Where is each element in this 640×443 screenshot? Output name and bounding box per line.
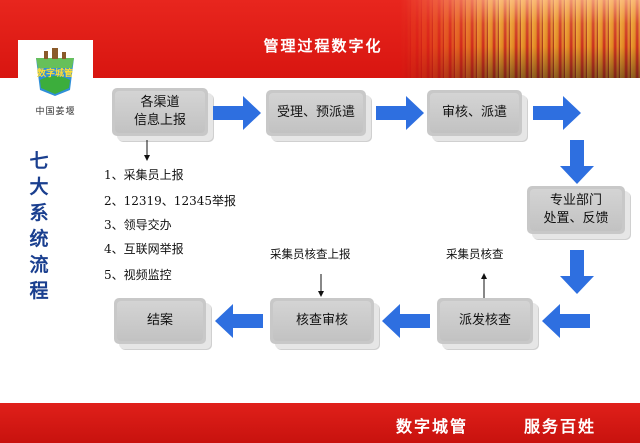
flow-box-accept-label: 受理、预派遣 <box>276 105 355 120</box>
logo-badge-text: 数字城管 <box>37 67 73 79</box>
arrow-right-icon <box>213 96 261 130</box>
flow-box-review: 审核、派遣 <box>427 90 522 136</box>
logo-caption: 中国姜堰 <box>35 107 76 117</box>
flow-box-report: 各渠道 信息上报 <box>112 88 208 136</box>
dragon-boat-photo <box>400 0 640 78</box>
side-title-char: 流 <box>29 254 49 276</box>
page-title: 管理过程数字化 <box>263 37 383 55</box>
flow-box-verify-review: 核查审核 <box>270 298 374 344</box>
side-title: 七 大 系 统 流 程 <box>22 148 56 304</box>
flow-box-dept-line1: 专业部门 <box>549 193 602 208</box>
collector-report-label: 采集员核查上报 <box>270 247 351 261</box>
arrow-left-icon <box>542 304 590 338</box>
logo: 数字城管 中国姜堰 <box>18 40 93 122</box>
flow-box-dispatch-check-label: 派发核查 <box>458 313 511 328</box>
flow-box-report-line1: 各渠道 <box>140 95 180 110</box>
header-banner: 管理过程数字化 <box>0 0 640 78</box>
flow-box-verify-review-label: 核查审核 <box>295 313 348 328</box>
arrow-left-icon <box>382 304 430 338</box>
list-item: 5、视频监控 <box>104 268 172 282</box>
flow-box-dept: 专业部门 处置、反馈 <box>527 186 625 234</box>
list-item: 2、12319、12345举报 <box>104 194 236 208</box>
thin-arrow-down-icon <box>144 140 150 161</box>
side-title-char: 统 <box>29 228 49 250</box>
collector-check-label: 采集员核查 <box>446 247 504 261</box>
flow-box-close-label: 结案 <box>146 313 173 328</box>
list-item: 3、领导交办 <box>104 218 172 232</box>
footer-slogan-right: 服务百姓 <box>524 417 597 436</box>
flow-box-report-line2: 信息上报 <box>133 113 186 128</box>
arrow-left-icon <box>215 304 263 338</box>
side-title-char: 系 <box>29 202 49 224</box>
flow-box-dispatch-check: 派发核查 <box>437 298 533 344</box>
side-title-char: 七 <box>29 150 49 172</box>
flow-box-dept-line2: 处置、反馈 <box>543 211 609 226</box>
arrow-down-icon <box>560 250 594 294</box>
list-item: 4、互联网举报 <box>104 242 184 256</box>
flow-box-close: 结案 <box>114 298 206 344</box>
footer-banner: 数字城管 服务百姓 <box>0 403 640 443</box>
list-item: 1、采集员上报 <box>104 168 184 182</box>
thin-arrow-down-icon <box>318 274 324 297</box>
city-logo-icon: 数字城管 <box>36 48 74 96</box>
arrow-right-icon <box>533 96 581 130</box>
arrow-right-icon <box>376 96 424 130</box>
arrow-down-icon <box>560 140 594 184</box>
flow-box-review-label: 审核、派遣 <box>441 105 507 120</box>
footer-slogan-left: 数字城管 <box>396 417 469 436</box>
thin-arrow-up-icon <box>481 273 487 298</box>
flow-box-accept: 受理、预派遣 <box>266 90 366 136</box>
side-title-char: 程 <box>29 280 49 302</box>
side-title-char: 大 <box>29 176 49 198</box>
